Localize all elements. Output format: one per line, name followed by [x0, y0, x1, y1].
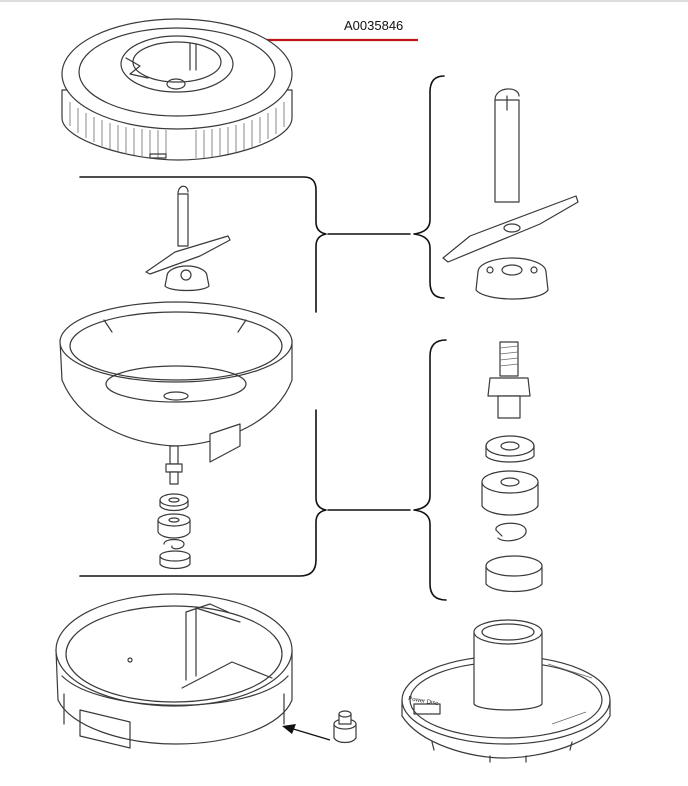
lower-right-brace [413, 339, 447, 601]
power-disc-part: Power Disc [401, 619, 611, 763]
blade-assembly-large [442, 88, 579, 300]
shaft-stack-small [157, 445, 191, 570]
lid-part [61, 18, 293, 161]
bowl-part [59, 301, 293, 463]
small-plug-part [333, 710, 357, 744]
left-lower-bracket [79, 409, 327, 577]
part-number-label: A0035846 [344, 18, 404, 33]
base-ring-part [55, 593, 293, 749]
blade-assembly-small [145, 185, 231, 292]
power-disc-text: Power Disc [408, 696, 439, 707]
shaft-stack-large [481, 341, 543, 593]
arrow-to-base [282, 724, 331, 741]
upper-right-brace [413, 75, 445, 299]
left-upper-bracket [79, 176, 327, 313]
